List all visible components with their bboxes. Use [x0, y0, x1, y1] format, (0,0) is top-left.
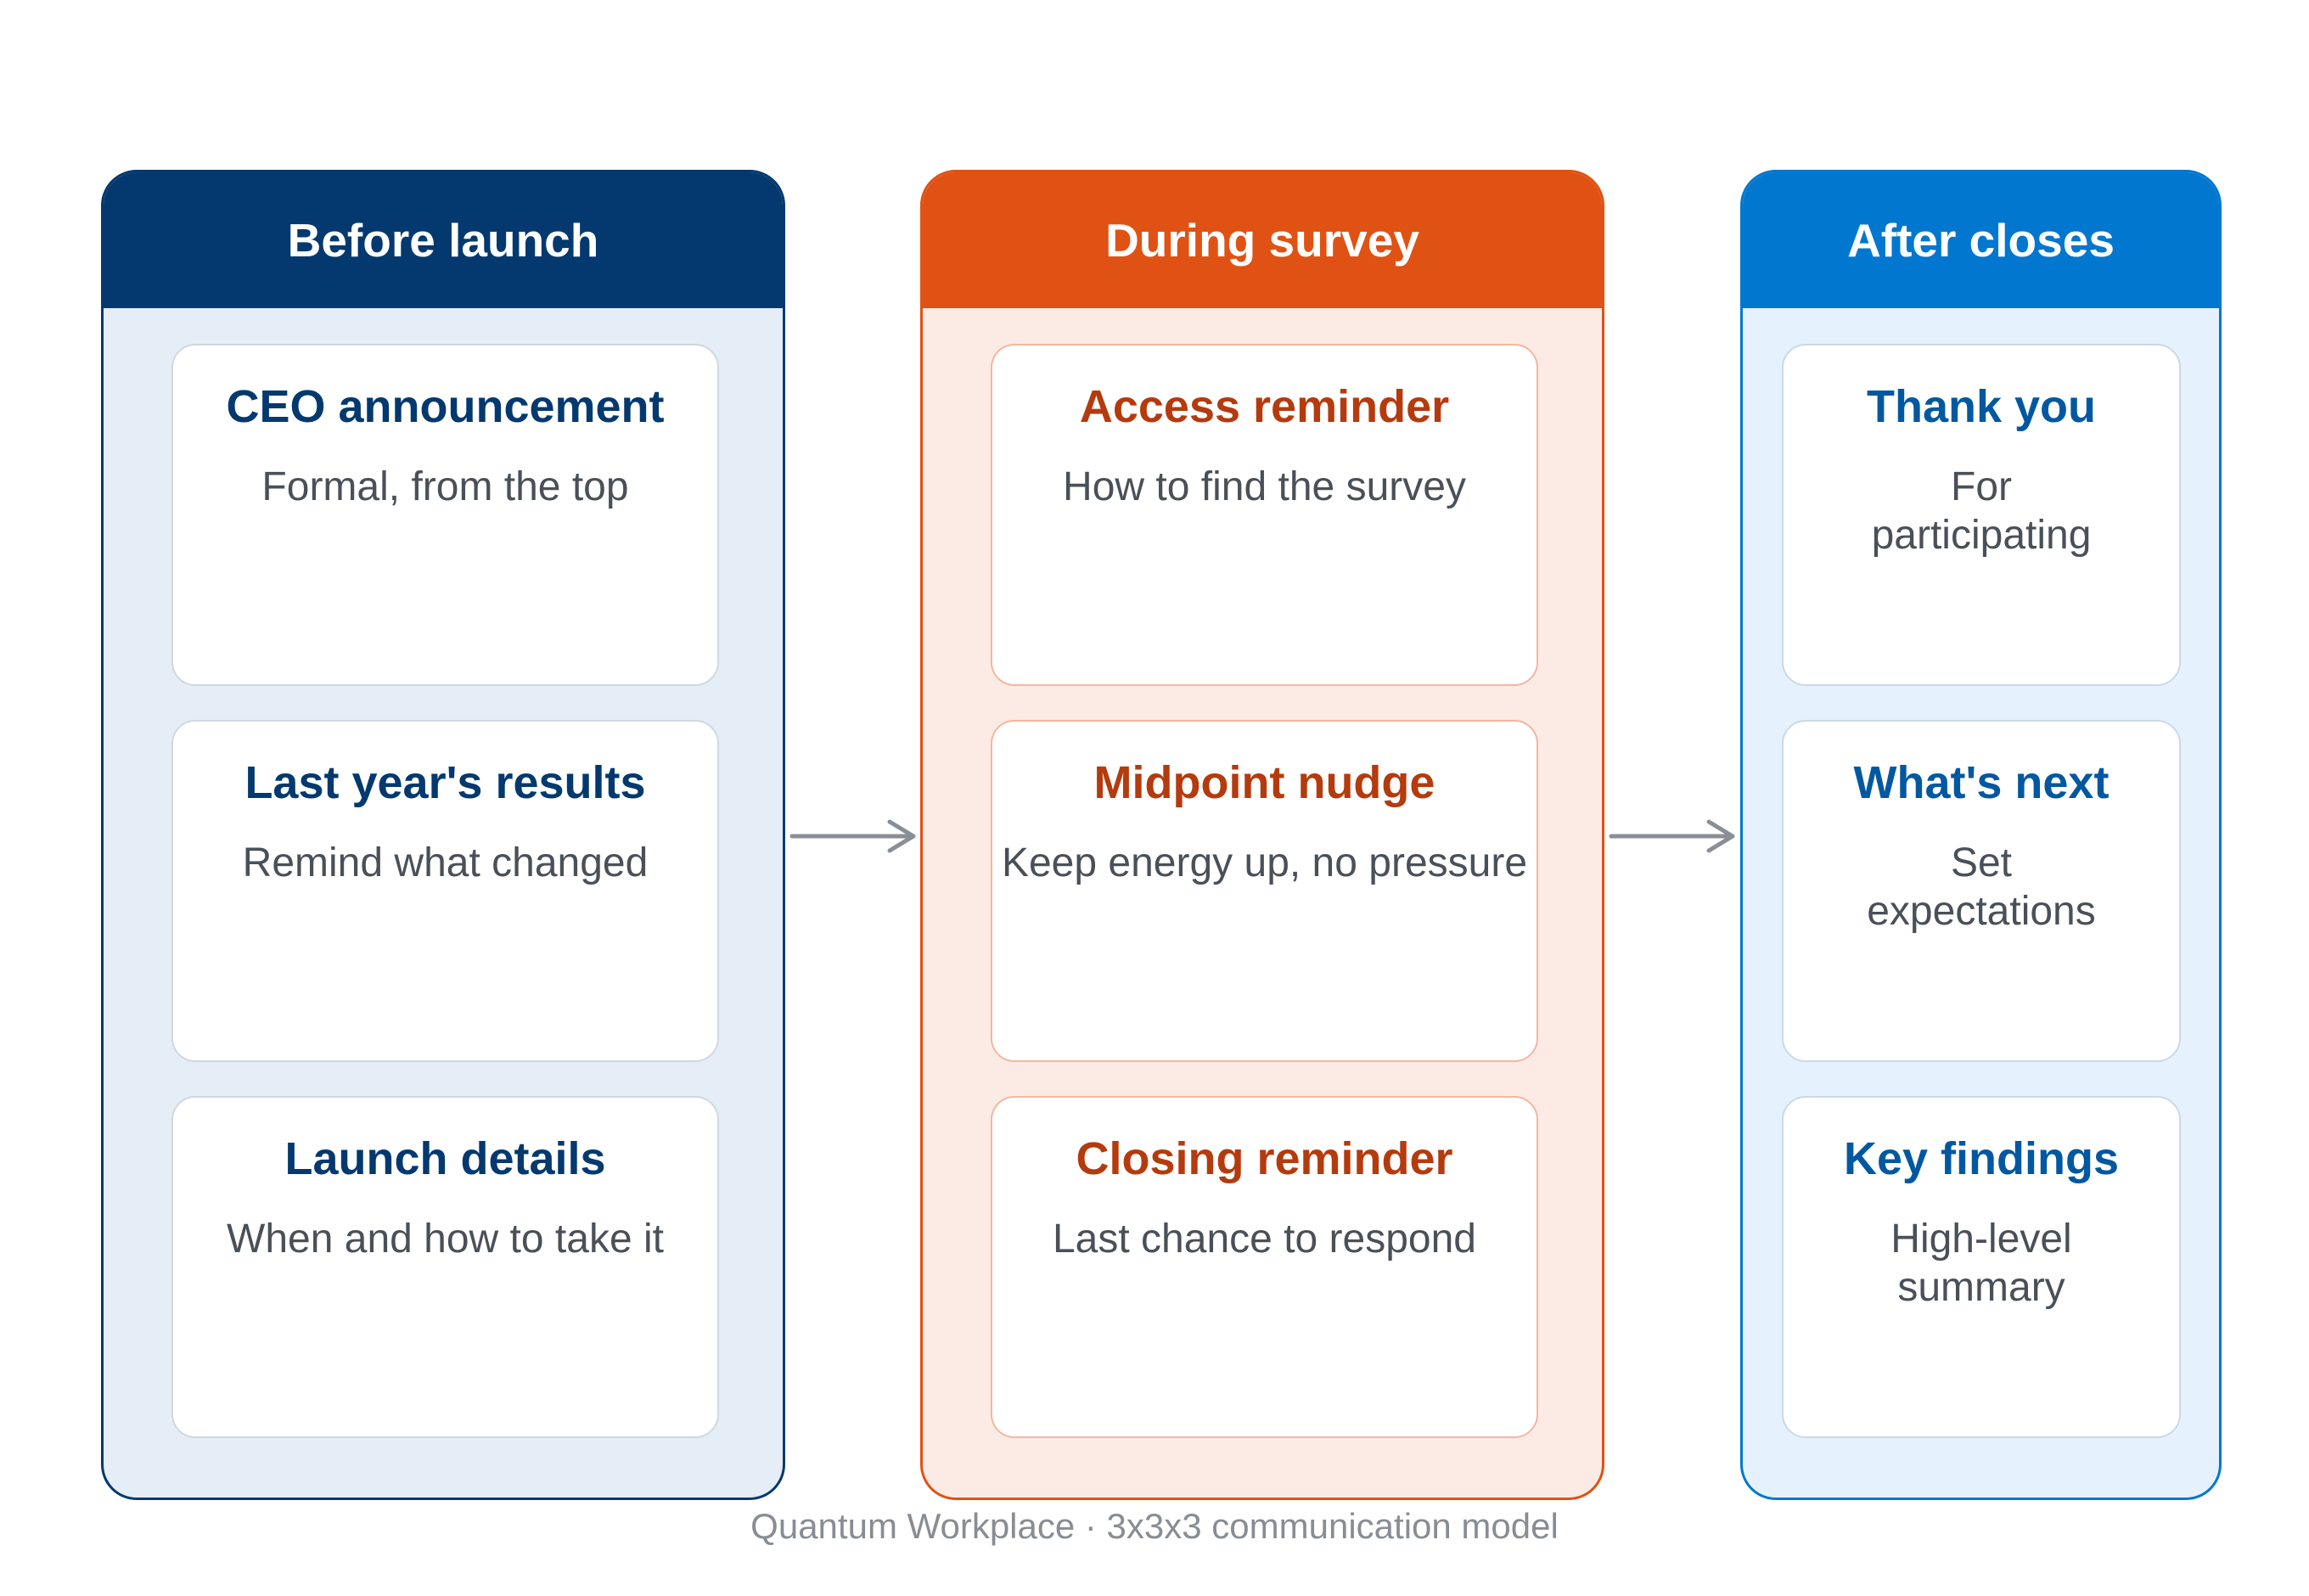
right-arrow-icon [789, 819, 916, 853]
card-ceo-announcement: CEO announcement Formal, from the top [171, 344, 719, 686]
column-header: During survey [923, 172, 1602, 308]
card-title: Last year's results [244, 757, 646, 808]
card-launch-details: Launch details When and how to take it [171, 1096, 719, 1438]
card-description: When and how to take it [227, 1217, 664, 1262]
card-title: Thank you [1866, 381, 2097, 432]
card-midpoint-nudge: Midpoint nudge Keep energy up, no pressu… [991, 720, 1538, 1062]
card-description: How to find the survey [1063, 464, 1466, 509]
card-title: Midpoint nudge [1093, 757, 1435, 808]
column-header: After closes [1743, 172, 2219, 308]
card-access-reminder: Access reminder How to find the survey [991, 344, 1538, 686]
card-title: Key findings [1843, 1133, 2120, 1184]
card-description: High-level summary [1890, 1217, 2072, 1310]
card-whats-next: What's next Set expectations [1782, 720, 2181, 1062]
column-header: Before launch [104, 172, 783, 308]
card-key-findings: Key findings High-level summary [1782, 1096, 2181, 1438]
source-caption: Quantum Workplace · 3x3x3 communication … [750, 1506, 1559, 1546]
card-description: Formal, from the top [261, 464, 629, 509]
card-description: For participating [1871, 464, 2092, 558]
column-before-launch: Before launch CEO announcement Formal, f… [101, 170, 785, 1500]
card-title: Closing reminder [1076, 1133, 1453, 1184]
card-thank-you: Thank you For participating [1782, 344, 2181, 686]
column-after-closes: After closes Thank you For participating… [1740, 170, 2222, 1500]
card-title: What's next [1853, 757, 2110, 808]
card-description: Remind what changed [242, 840, 649, 885]
card-description: Set expectations [1867, 840, 2096, 934]
column-during-survey: During survey Access reminder How to fin… [920, 170, 1604, 1500]
card-title: Access reminder [1079, 381, 1450, 432]
card-closing-reminder: Closing reminder Last chance to respond [991, 1096, 1538, 1438]
card-description: Last chance to respond [1052, 1217, 1476, 1262]
card-description: Keep energy up, no pressure [1001, 840, 1528, 885]
card-last-years-results: Last year's results Remind what changed [171, 720, 719, 1062]
right-arrow-icon [1609, 819, 1735, 853]
card-title: Launch details [284, 1133, 606, 1184]
card-title: CEO announcement [226, 381, 665, 432]
